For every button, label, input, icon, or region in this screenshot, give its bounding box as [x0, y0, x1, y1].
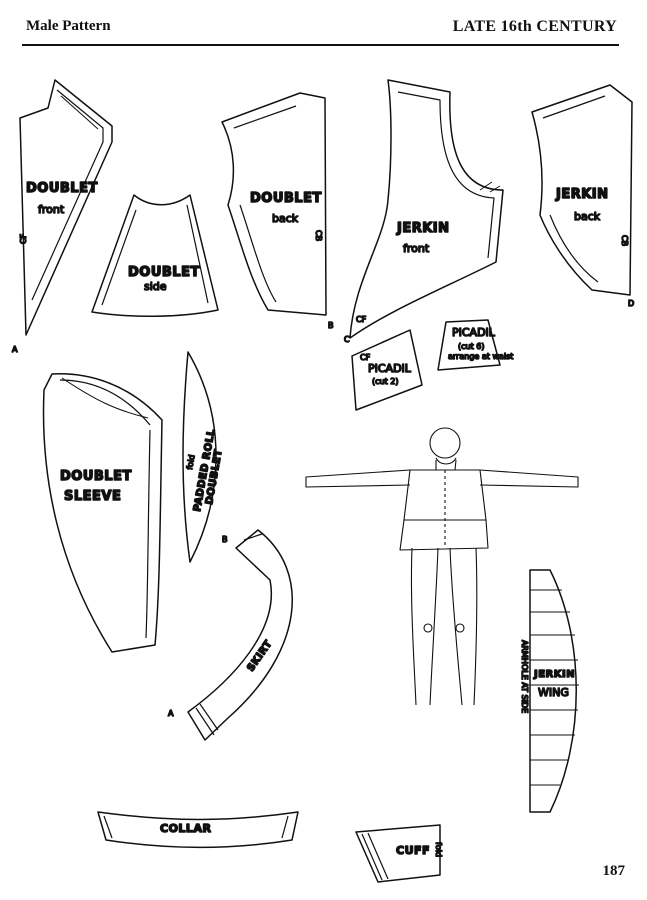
jerkin-back-title: JERKIN — [555, 187, 609, 202]
doublet-sleeve-line1: DOUBLET — [60, 469, 132, 484]
doublet-back-sub: back — [272, 212, 299, 225]
doublet-front-piece: DOUBLET front CF A — [11, 79, 113, 355]
cuff-piece: CUFF fold — [355, 824, 444, 883]
jerkin-front-piece: JERKIN front CF C — [343, 79, 504, 345]
picadil-small-mark: CF — [360, 353, 371, 362]
doublet-back-piece: DOUBLET back CB B — [221, 92, 334, 331]
jerkin-front-sub: front — [403, 242, 430, 255]
jerkin-back-mark: CB — [620, 235, 629, 246]
jerkin-back-point: D — [628, 299, 634, 308]
collar-piece: COLLAR — [97, 811, 299, 849]
picadil-large-title: PICADIL — [452, 326, 496, 339]
jerkin-wing-piece: JERKIN WING ARMHOLE AT SIDE — [519, 569, 579, 813]
picadil-large-sub: (cut 6) — [458, 342, 484, 351]
collar-title: COLLAR — [160, 822, 211, 835]
skirt-piece: SKIRT B A — [167, 529, 294, 741]
skirt-bottom-point: A — [168, 709, 174, 718]
doublet-side-title: DOUBLET — [128, 265, 200, 280]
jerkin-front-title: JERKIN — [396, 221, 450, 236]
jerkin-back-sub: back — [574, 210, 601, 223]
doublet-front-mark: CF — [19, 233, 28, 244]
header-right: LATE 16th CENTURY — [452, 18, 617, 35]
doublet-front-sub: front — [38, 203, 65, 216]
page-number: 187 — [602, 863, 626, 879]
doublet-front-title: DOUBLET — [26, 181, 98, 196]
picadil-small-title: PICADIL — [368, 362, 412, 375]
jerkin-front-point: C — [344, 335, 350, 344]
doublet-back-mark: CB — [314, 230, 323, 241]
picadil-large-note: arrange at waist — [448, 352, 513, 361]
doublet-side-piece: DOUBLET side — [91, 194, 219, 317]
cuff-fold: fold — [434, 842, 443, 857]
header-left: Male Pattern — [26, 18, 111, 34]
jerkin-wing-sub: WING — [538, 686, 569, 699]
header-rule — [22, 44, 619, 46]
doublet-side-sub: side — [144, 280, 167, 293]
cuff-title: CUFF — [396, 844, 430, 857]
skirt-top-point: B — [222, 535, 228, 544]
picadil-large-piece: PICADIL (cut 6) arrange at waist — [437, 319, 514, 371]
picadil-small-piece: CF PICADIL (cut 2) — [351, 329, 423, 411]
jerkin-back-piece: JERKIN back CB D — [531, 84, 635, 309]
padded-roll-fold: fold — [185, 454, 196, 470]
jerkin-front-mark: CF — [356, 315, 367, 324]
doublet-back-title: DOUBLET — [250, 191, 322, 206]
doublet-front-point: A — [12, 345, 18, 354]
doublet-sleeve-line2: SLEEVE — [64, 489, 121, 504]
doublet-back-point: B — [328, 321, 334, 330]
jerkin-wing-title: JERKIN — [533, 669, 575, 680]
padded-roll-piece: PADDED ROLL DOUBLET fold — [182, 351, 225, 563]
jerkin-wing-side-note: ARMHOLE AT SIDE — [520, 640, 529, 713]
doublet-sleeve-piece: DOUBLET SLEEVE — [42, 373, 163, 653]
picadil-small-sub: (cut 2) — [372, 377, 398, 386]
dressed-figure — [305, 427, 579, 706]
